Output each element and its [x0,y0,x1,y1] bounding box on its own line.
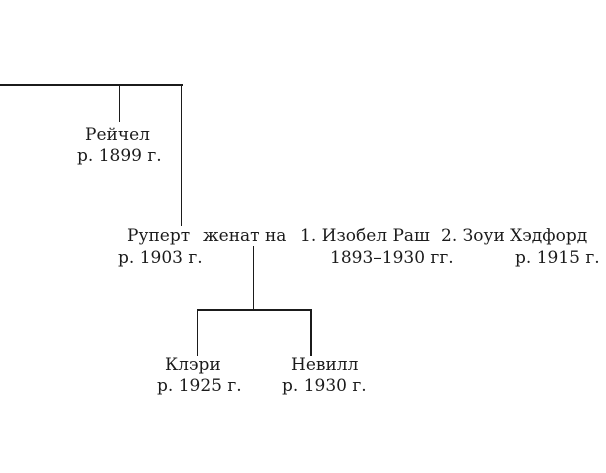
person-clary-name: Клэри [165,354,221,375]
person-rachel-name: Рейчел [85,125,150,145]
person-rachel-birth: р. 1899 г. [77,146,162,166]
person-neville-name: Невилл [291,354,359,375]
person-zoe-name: 2. Зоуи Хэдфорд [441,226,588,246]
connector-neville-drop-line [310,309,312,356]
person-clary-birth: р. 1925 г. [157,376,242,396]
connector-clary-drop-line [196,309,198,356]
person-rupert-birth: р. 1903 г. [118,247,203,268]
connector-marriage-to-children-line [252,246,254,310]
person-neville-birth: р. 1930 г. [282,376,367,396]
marriage-label: женат на [203,226,287,246]
connector-rachel-drop-line [118,84,120,122]
person-isobel-years: 1893–1930 гг. [330,247,454,268]
person-rupert-name: Руперт [127,226,191,246]
person-isobel-name: 1. Изобел Раш [300,226,430,246]
person-zoe-birth: р. 1915 г. [515,247,600,268]
connector-children-top-line [196,309,312,311]
connector-rupert-drop-line [180,84,182,226]
connector-siblings-top-line [0,84,183,86]
